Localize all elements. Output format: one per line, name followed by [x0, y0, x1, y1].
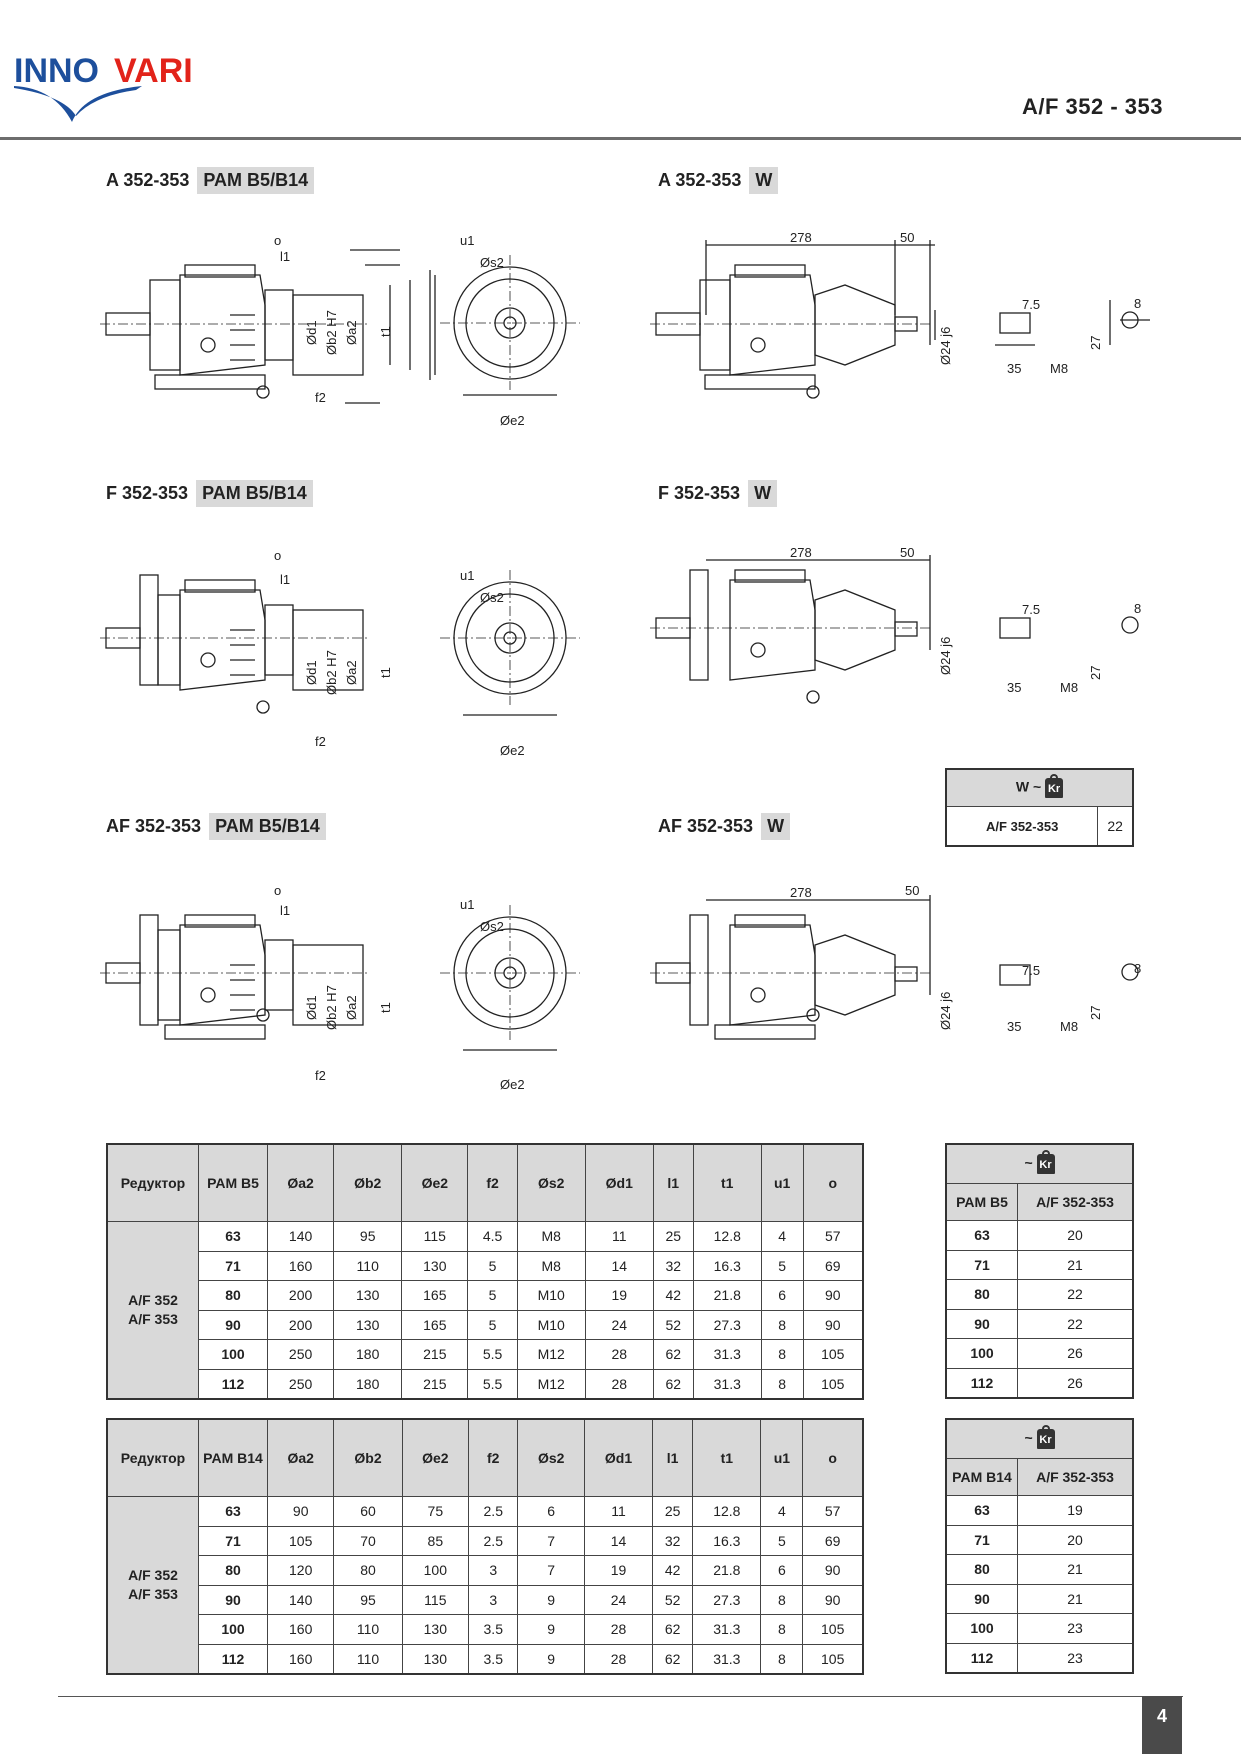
svg-text:Øb2 H7: Øb2 H7 [324, 650, 339, 695]
logo-swoosh-icon [14, 86, 142, 122]
weight-kg-icon: Kr [1045, 774, 1064, 798]
svg-text:u1: u1 [460, 233, 474, 248]
svg-text:l1: l1 [280, 249, 290, 264]
svg-text:278: 278 [790, 230, 812, 245]
svg-text:7.5: 7.5 [1022, 297, 1040, 312]
svg-text:35: 35 [1007, 1019, 1021, 1034]
svg-text:o: o [274, 885, 281, 898]
svg-text:Øa2: Øa2 [344, 995, 359, 1020]
svg-text:Øb2 H7: Øb2 H7 [324, 310, 339, 355]
svg-text:t1: t1 [378, 667, 393, 678]
svg-text:27: 27 [1088, 666, 1103, 680]
svg-text:35: 35 [1007, 680, 1021, 695]
svg-text:50: 50 [900, 230, 914, 245]
svg-text:o: o [274, 233, 281, 248]
svg-text:Øa2: Øa2 [344, 660, 359, 685]
svg-text:Øs2: Øs2 [480, 919, 504, 934]
svg-text:Ød1: Ød1 [304, 660, 319, 685]
svg-text:50: 50 [905, 883, 919, 898]
page-number: 4 [1142, 1696, 1182, 1754]
svg-text:l1: l1 [280, 903, 290, 918]
svg-text:Ød1: Ød1 [304, 320, 319, 345]
svg-text:278: 278 [790, 885, 812, 900]
svg-text:Ø24 j6: Ø24 j6 [938, 637, 953, 675]
drawing-f-pam: o l1 u1 Øs2 f2 Øe2 Ød1 Øb2 H7 Øa2 t1 [100, 550, 580, 758]
svg-text:M8: M8 [1050, 361, 1068, 376]
svg-text:f2: f2 [315, 390, 326, 405]
svg-text:t1: t1 [378, 1002, 393, 1013]
svg-text:f2: f2 [315, 734, 326, 749]
svg-text:27: 27 [1088, 336, 1103, 350]
svg-text:l1: l1 [280, 572, 290, 587]
svg-text:t1: t1 [378, 326, 393, 337]
svg-text:Ø24 j6: Ø24 j6 [938, 992, 953, 1030]
svg-text:278: 278 [790, 545, 812, 560]
weight-kg-icon: Kr [1036, 1150, 1055, 1174]
svg-text:f2: f2 [315, 1068, 326, 1083]
drawing-a-w: 278 50 Ø24 j6 7.5 8 27 35 M8 [650, 230, 1150, 399]
drawing-af-w: 278 50 Ø24 j6 7.5 8 27 35 M8 [650, 883, 1141, 1040]
svg-text:27: 27 [1088, 1006, 1103, 1020]
logo-text-inno: INNO [14, 52, 99, 90]
svg-text:Øs2: Øs2 [480, 590, 504, 605]
drawing-af-pam: o l1 u1 Øs2 f2 Øe2 Ød1 Øb2 H7 Øa2 t1 [100, 885, 580, 1092]
svg-text:7.5: 7.5 [1022, 602, 1040, 617]
document-code: A/F 352 - 353 [1021, 94, 1163, 119]
drawing-f-w: 278 50 Ø24 j6 7.5 8 27 35 M8 [650, 545, 1141, 704]
svg-text:M8: M8 [1060, 1019, 1078, 1034]
svg-text:Øe2: Øe2 [500, 1077, 525, 1092]
svg-text:Øe2: Øe2 [500, 413, 525, 428]
svg-text:Ø24 j6: Ø24 j6 [938, 327, 953, 365]
svg-text:35: 35 [1007, 361, 1021, 376]
svg-text:u1: u1 [460, 568, 474, 583]
svg-text:Ød1: Ød1 [304, 995, 319, 1020]
innovari-logo: INNO VARI [14, 52, 193, 122]
svg-text:8: 8 [1134, 961, 1141, 976]
svg-text:8: 8 [1134, 296, 1141, 311]
header-divider [0, 137, 1241, 140]
svg-text:7.5: 7.5 [1022, 963, 1040, 978]
svg-text:u1: u1 [460, 897, 474, 912]
svg-text:50: 50 [900, 545, 914, 560]
svg-text:Øs2: Øs2 [480, 255, 504, 270]
svg-text:Øa2: Øa2 [344, 320, 359, 345]
svg-text:M8: M8 [1060, 680, 1078, 695]
drawing-a-pam: o l1 u1 Øs2 f2 Øe2 Ød1 Øb2 H7 Øa2 t1 [100, 233, 580, 428]
svg-text:o: o [274, 550, 281, 563]
svg-text:Øb2 H7: Øb2 H7 [324, 985, 339, 1030]
footer-divider [58, 1696, 1183, 1697]
svg-text:8: 8 [1134, 601, 1141, 616]
svg-text:Øe2: Øe2 [500, 743, 525, 758]
weight-kg-icon: Kr [1036, 1425, 1055, 1449]
logo-text-vari: VARI [114, 52, 193, 90]
